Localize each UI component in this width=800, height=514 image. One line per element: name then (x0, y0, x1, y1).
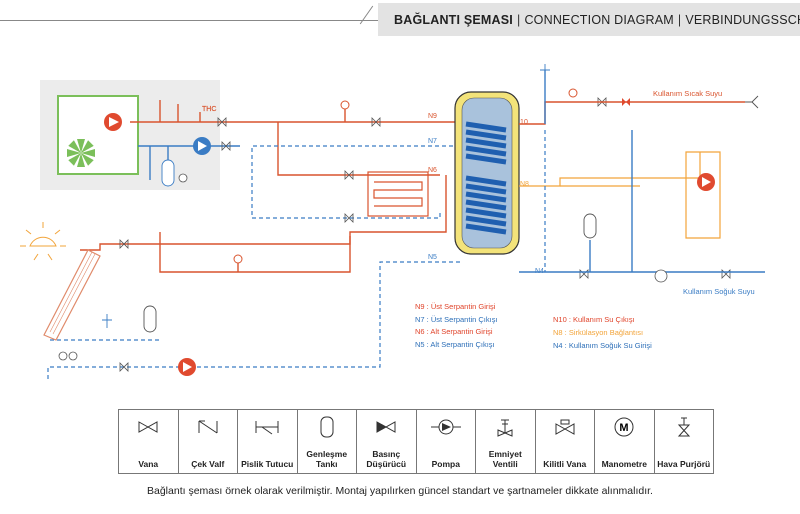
n8-label: N8 (520, 181, 529, 188)
circulation-line (519, 151, 721, 239)
symbol-label: Pompa (431, 459, 460, 469)
title-german: VERBINDUNGSSCHEMA (685, 12, 800, 27)
symbol-label: Vana (138, 459, 159, 469)
thermometer-icon (233, 88, 578, 264)
header-title: BAĞLANTI ŞEMASI | CONNECTION DIAGRAM | V… (378, 3, 800, 36)
symbol-cell: Çek Valf (179, 410, 238, 473)
boiler (57, 95, 139, 175)
symbol-cell: Pislik Tutucu (238, 410, 298, 473)
n6-label: N6 (428, 167, 437, 174)
manometer-glyph: M (620, 422, 629, 434)
symbol-label: Çek Valf (191, 459, 225, 469)
locked-valve-icon (555, 419, 575, 435)
symbol-cell: M Manometre (595, 410, 655, 473)
expansion-tank-icon (143, 159, 597, 333)
valve-icon (138, 421, 158, 433)
cold-water-inlet-line (519, 70, 765, 273)
lower-coil (465, 175, 507, 235)
legend-item: N10 : Kullanım Su Çıkışı (553, 315, 635, 324)
hot-water-outlet-line (519, 101, 745, 125)
symbol-cell: Genleşme Tankı (298, 410, 357, 473)
legend-item: N6 : Alt Serpantin Girişi (415, 327, 493, 336)
legend-item: N9 : Üst Serpantin Girişi (415, 302, 496, 311)
mixing-valve-icon (622, 98, 630, 106)
boiler-circuit-pump-icon (193, 137, 211, 155)
boiler-pump-icon (104, 113, 122, 131)
connection-legend: N9 : Üst Serpantin Girişi N7 : Üst Serpa… (415, 302, 498, 352)
legend-item: N4 : Kullanım Soğuk Su Girişi (553, 341, 652, 350)
manometer-icon (58, 173, 188, 361)
pump-icon (430, 419, 461, 435)
solar-pump-icon (178, 358, 196, 376)
cold-water-pump-icon (654, 269, 668, 283)
cold-water-label: Kullanım Soğuk Suyu (683, 287, 755, 296)
sun-icon (20, 222, 66, 261)
fan-icon (66, 138, 96, 168)
upper-coil (465, 121, 507, 165)
hot-water-tank (454, 91, 520, 255)
title-separator: | (677, 12, 682, 27)
n5-label: N5 (428, 254, 437, 261)
footnote: Bağlantı şeması örnek olarak verilmiştir… (147, 485, 653, 497)
safety-valve-icon (497, 419, 513, 437)
n9-label: N9 (428, 113, 437, 120)
legend-item: N7 : Üst Serpantin Çıkışı (415, 314, 498, 324)
n10-label: N10 (515, 119, 528, 126)
symbol-cell: Emniyet Ventili (476, 410, 536, 473)
symbol-label: Genleşme Tankı (306, 449, 348, 469)
check-valve-icon (198, 420, 218, 434)
symbol-label: Manometre (601, 459, 647, 469)
air-vent-icon (677, 417, 690, 437)
symbol-label: Emniyet Ventili (488, 449, 522, 469)
header-rule (0, 20, 378, 21)
symbol-cell: Vana (119, 410, 179, 473)
hot-water-label: Kullanım Sıcak Suyu (653, 89, 722, 98)
legend-item: N8 : Sirkülasyon Bağlantısı (553, 328, 644, 337)
hot-supply-line (80, 100, 460, 273)
strainer-icon (255, 421, 279, 435)
symbol-label: Kilitli Vana (543, 459, 587, 469)
connection-diagram: N9 N7 N6 N5 N10 N8 N4 THC (20, 64, 765, 382)
safety-valve-icon (102, 64, 550, 328)
expansion-tank-icon (320, 416, 334, 438)
pressure-reducer-icon (376, 421, 396, 433)
title-turkish: BAĞLANTI ŞEMASI (394, 12, 513, 27)
symbol-table: Vana Çek Valf Pislik Tutucu Genleşme Tan… (118, 409, 714, 474)
boiler-return-line (138, 145, 240, 180)
symbol-label: Hava Purjörü (657, 459, 711, 469)
solar-collector (43, 249, 101, 341)
connection-legend-secondary: N10 : Kullanım Su Çıkışı N8 : Sirkülasyo… (553, 313, 652, 352)
shower-icon (745, 95, 759, 109)
manometer-icon: M (614, 417, 634, 437)
heat-exchanger (367, 171, 429, 217)
symbol-label: Basınç Düşürücü (366, 449, 407, 469)
boiler-thermostat-label: THC (202, 106, 216, 113)
title-separator: | (516, 12, 521, 27)
valve-icon (119, 97, 731, 372)
symbol-cell: Kilitli Vana (536, 410, 595, 473)
n7-label: N7 (428, 138, 437, 145)
circulation-pump-icon (697, 173, 715, 191)
return-line (47, 145, 460, 382)
symbol-cell: Hava Purjörü (655, 410, 714, 473)
title-english: CONNECTION DIAGRAM (524, 12, 674, 27)
symbol-cell: Pompa (417, 410, 476, 473)
legend-item: N5 : Alt Serpantin Çıkışı (415, 339, 495, 349)
symbol-label: Pislik Tutucu (241, 459, 294, 469)
symbol-cell: Basınç Düşürücü (357, 410, 417, 473)
